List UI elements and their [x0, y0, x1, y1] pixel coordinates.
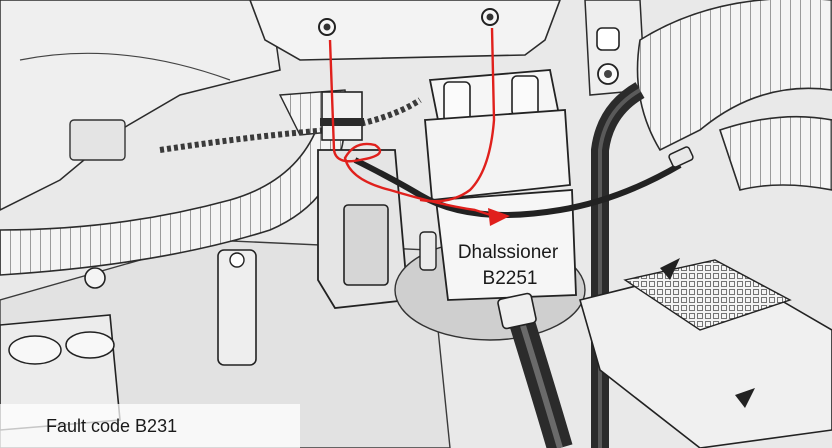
- bracket-slot: [596, 27, 620, 51]
- connector-tab-down: [735, 388, 755, 408]
- reservoir-cap-1: [8, 335, 62, 365]
- component-label-line2: B2251: [483, 268, 538, 289]
- highlight-wire-return: [419, 27, 496, 203]
- cap-tab-left: [443, 81, 471, 123]
- outlet-collar: [497, 292, 537, 330]
- wire-end-connector: [668, 146, 694, 168]
- black-cable-right-highlight: [598, 88, 642, 448]
- fitting-band: [320, 118, 364, 126]
- corrugated-hose-right: [636, 0, 832, 152]
- reservoir-cap-2: [65, 331, 115, 359]
- component-label-line1: Dhalssioner: [458, 242, 559, 263]
- corrugated-hose-far-right: [718, 115, 832, 191]
- braided-harness: [159, 97, 422, 153]
- small-knob: [84, 267, 106, 289]
- bracket-bolt-center: [604, 70, 612, 78]
- caption-backing: [0, 404, 300, 448]
- component-upper-body: [424, 109, 571, 201]
- upper-manifold: [249, 0, 561, 61]
- vertical-rod: [217, 249, 257, 366]
- component-side-ear: [419, 231, 437, 271]
- bolt-right-hole: [486, 13, 494, 21]
- housing-bracket: [69, 119, 126, 161]
- red-arrow-icon: [488, 208, 510, 226]
- rod-cap: [229, 252, 245, 268]
- sensor-window: [343, 204, 389, 286]
- fault-code-caption: Fault code B231: [46, 416, 177, 436]
- bolt-left-hole: [323, 23, 331, 31]
- connector-tab-up: [660, 258, 680, 280]
- cap-tab-right: [511, 75, 539, 117]
- housing-ridge: [19, 52, 231, 81]
- highlight-wire: [328, 39, 501, 220]
- component-lower-body: [434, 189, 577, 301]
- sensor-fitting: [321, 91, 363, 141]
- vented-grille: [623, 259, 792, 331]
